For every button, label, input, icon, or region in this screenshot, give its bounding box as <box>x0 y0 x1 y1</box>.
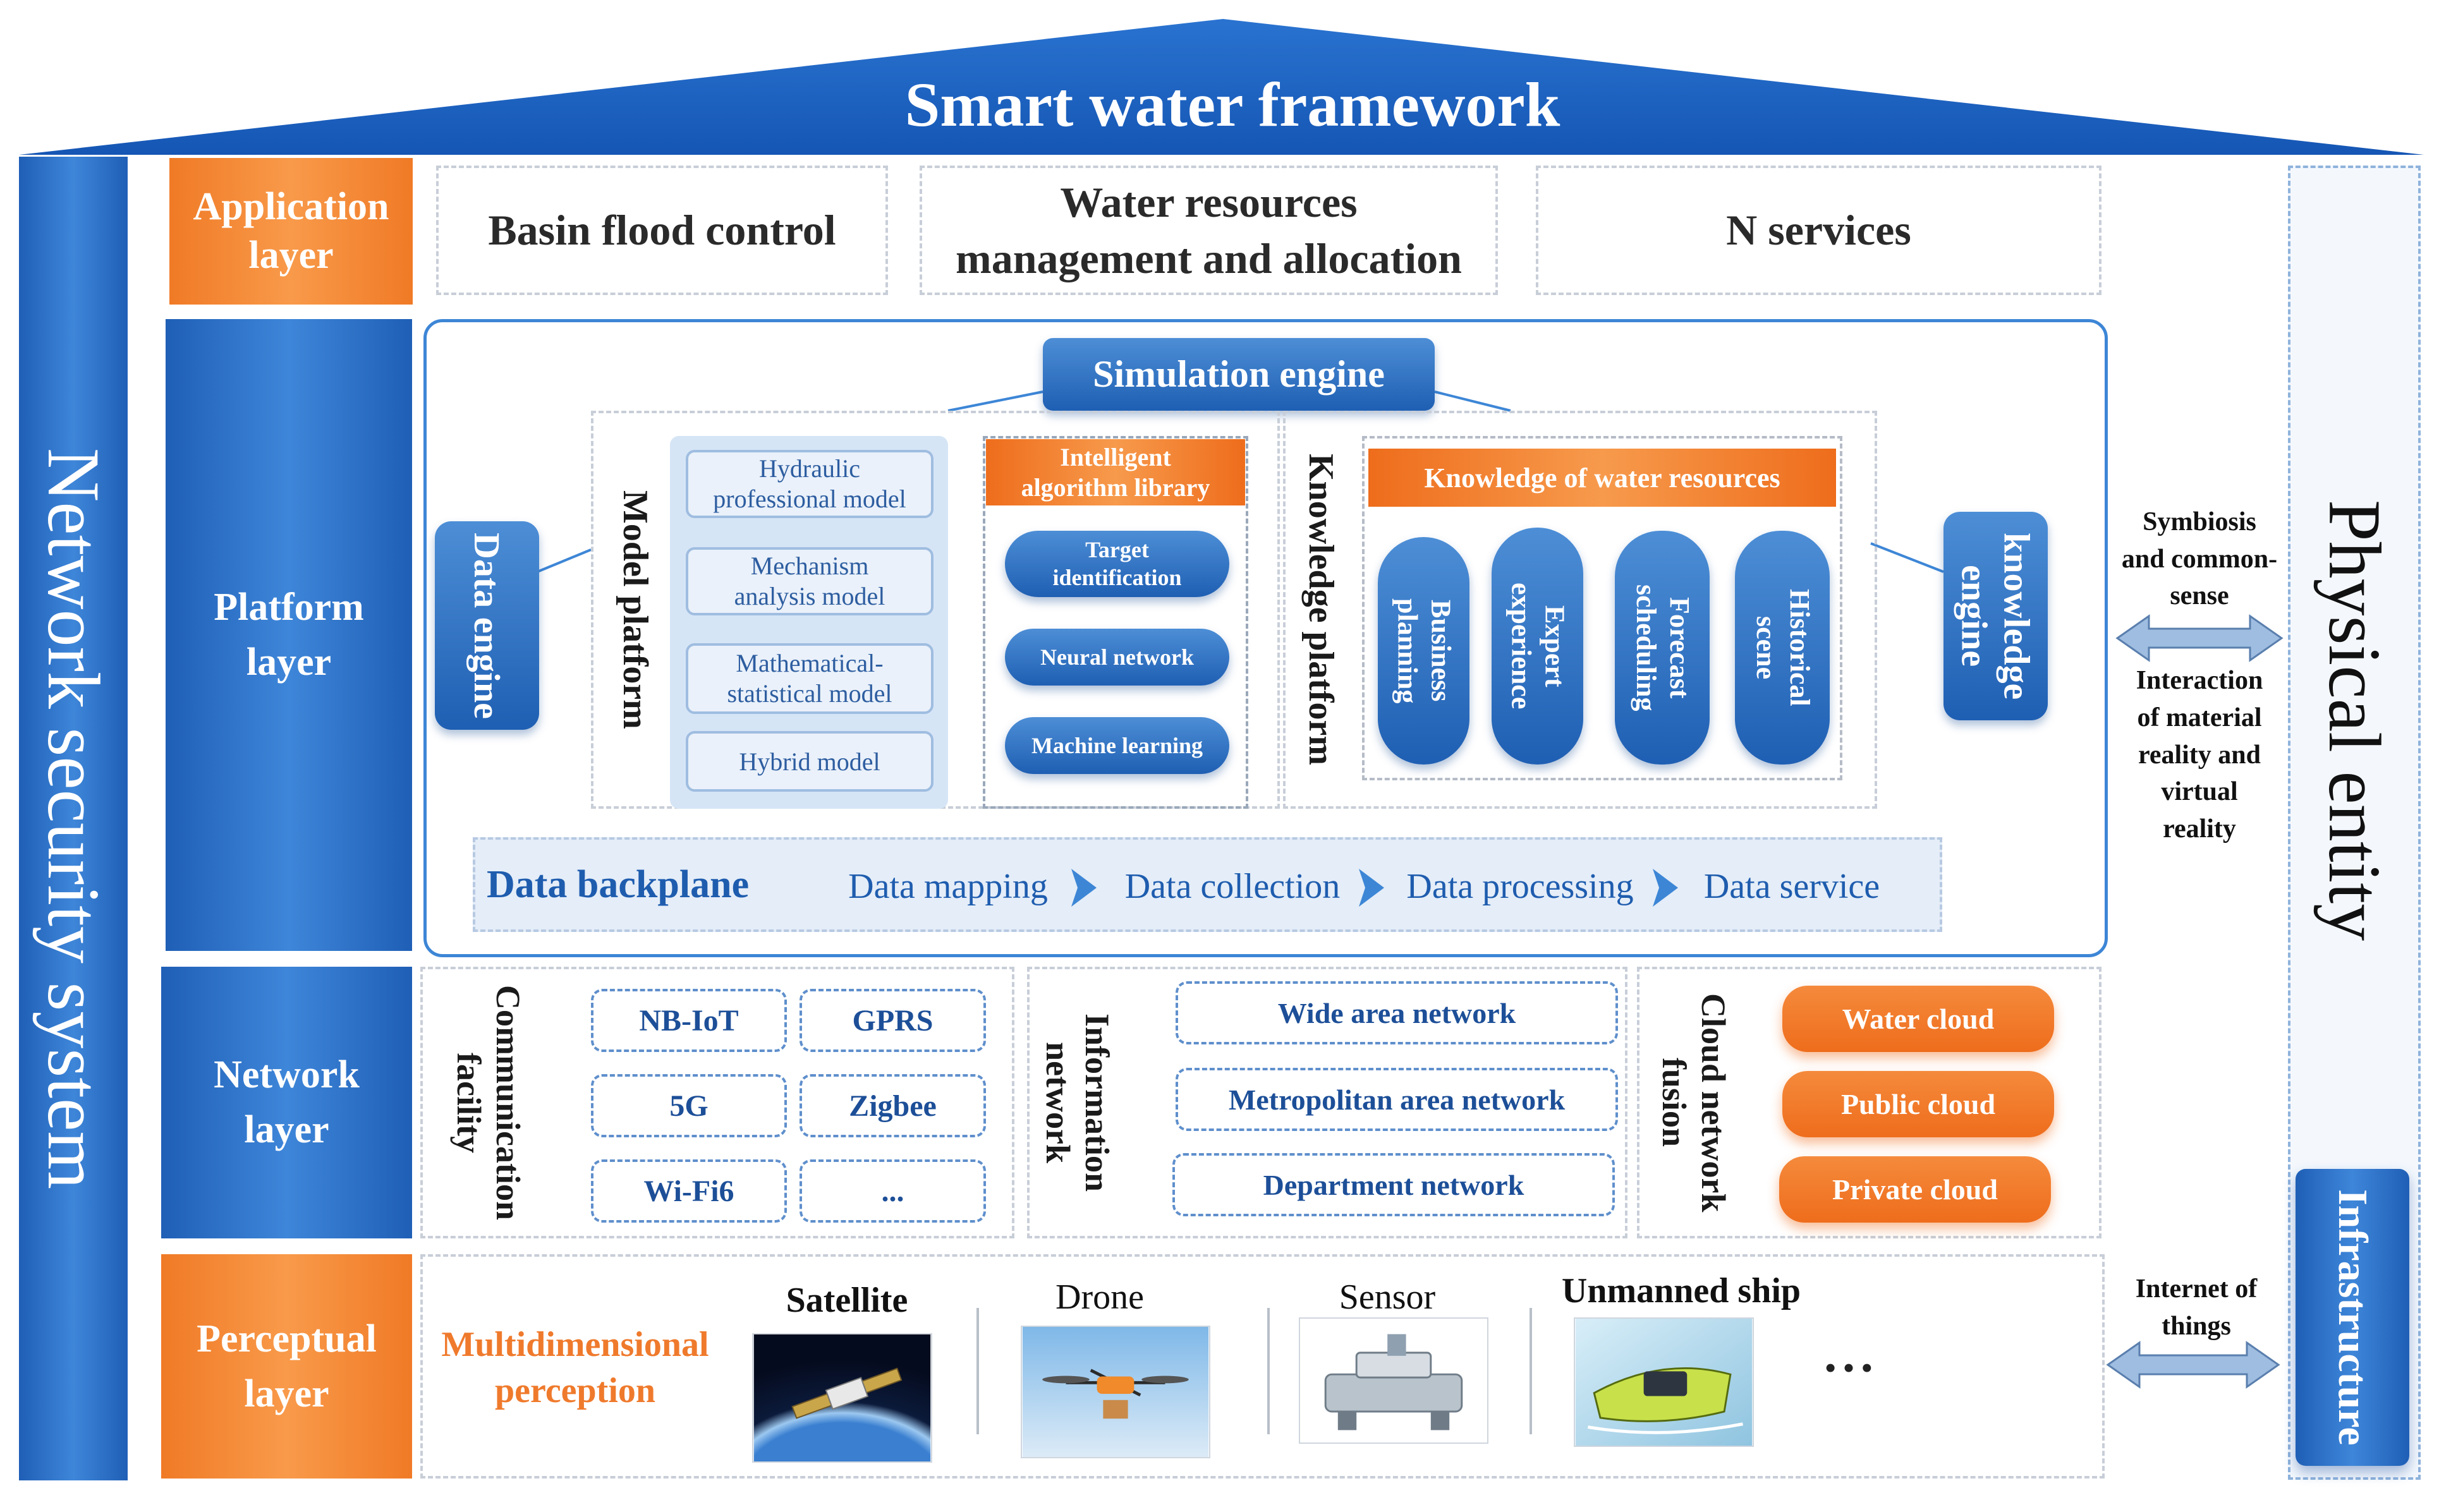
algo-machine: Machine learning <box>1005 717 1229 774</box>
cloud-public: Public cloud <box>1782 1071 2054 1137</box>
knowledge-platform-label-wrap: Knowledge platform <box>1289 430 1353 790</box>
information-label: Information network <box>1039 1013 1117 1192</box>
physical-entity-label: Physical entity <box>2313 499 2396 941</box>
cloud-water: Water cloud <box>1782 986 2054 1052</box>
cloud-private: Private cloud <box>1779 1156 2051 1223</box>
service-basin-flood: Basin flood control <box>436 166 888 295</box>
model-platform-label-wrap: Model platform <box>600 430 670 790</box>
cloud-frame <box>1637 967 2101 1238</box>
algorithm-frame <box>983 436 1248 809</box>
backplane-step-mapping: Data mapping <box>848 866 1048 906</box>
more-devices: • • • <box>1825 1351 1873 1385</box>
comm-gprs: GPRS <box>800 989 986 1052</box>
drone-image <box>1021 1326 1210 1458</box>
perceptual-frame <box>420 1254 2105 1479</box>
info-man: Metropolitan area network <box>1176 1068 1618 1131</box>
communication-label-wrap: Communication facility <box>430 976 531 1229</box>
data-engine: Data engine <box>435 521 539 730</box>
platform-frame <box>423 319 2108 957</box>
unmanned-ship-image <box>1574 1317 1754 1447</box>
backplane-step-service: Data service <box>1703 866 1880 906</box>
knowledge-engine: knowledge engine <box>1943 512 2048 720</box>
data-backplane <box>473 837 1942 932</box>
page-title: Smart water framework <box>904 69 1560 140</box>
sensor-image <box>1299 1317 1488 1444</box>
algo-neural: Neural network <box>1005 629 1229 686</box>
cloud-label-wrap: Cloud network fusion <box>1643 976 1744 1229</box>
knowledge-platform-label: Knowledge platform <box>1301 454 1341 766</box>
information-label-wrap: Information network <box>1037 976 1119 1229</box>
model-platform-label: Model platform <box>616 490 655 729</box>
comm-5g: 5G <box>591 1074 787 1137</box>
knowledge-items-frame <box>1362 436 1842 780</box>
backplane-step-collection: Data collection <box>1124 866 1341 906</box>
backplane-step-processing: Data processing <box>1406 866 1634 906</box>
divider <box>1267 1308 1270 1434</box>
device-satellite-label: Satellite <box>786 1280 908 1320</box>
simulation-engine: Simulation engine <box>1043 338 1435 411</box>
info-department: Department network <box>1172 1153 1615 1216</box>
knowledge-platform-frame <box>1283 411 1877 809</box>
infrastructure-box: Infrastructure <box>2296 1169 2409 1466</box>
infrastructure-label: Infrastructure <box>2330 1189 2376 1446</box>
divider <box>976 1308 979 1434</box>
communication-frame <box>420 967 1014 1238</box>
device-sensor-label: Sensor <box>1339 1277 1436 1317</box>
roof-header <box>19 19 2424 155</box>
chevron-right-icon <box>1359 869 1384 907</box>
info-wan: Wide area network <box>1176 981 1618 1044</box>
device-ship-label: Unmanned ship <box>1561 1271 1801 1310</box>
network-security-label: Network security system <box>32 447 115 1190</box>
model-mathematical: Mathematical-statistical model <box>686 643 934 714</box>
network-security-column: Network security system <box>19 157 128 1480</box>
communication-label: Communication facility <box>449 984 527 1220</box>
satellite-image <box>752 1333 932 1463</box>
model-hybrid: Hybrid model <box>686 731 934 792</box>
divider <box>1530 1308 1532 1434</box>
service-n-services: N services <box>1536 166 2101 295</box>
device-drone-label: Drone <box>1055 1277 1144 1317</box>
comm-wifi6: Wi-Fi6 <box>591 1159 787 1223</box>
comm-more: ... <box>800 1159 986 1223</box>
knowledge-title: Knowledge of water resources <box>1368 449 1836 507</box>
information-frame <box>1027 967 1627 1238</box>
comm-zigbee: Zigbee <box>800 1074 986 1137</box>
cloud-label: Cloud network fusion <box>1655 993 1733 1213</box>
data-backplane-title: Data backplane <box>487 862 750 906</box>
physical-entity-label-wrap: Physical entity <box>2288 379 2421 1061</box>
comm-nbiot: NB-IoT <box>591 989 787 1052</box>
chevron-right-icon <box>1653 869 1678 907</box>
chevron-right-icon <box>1071 869 1097 907</box>
